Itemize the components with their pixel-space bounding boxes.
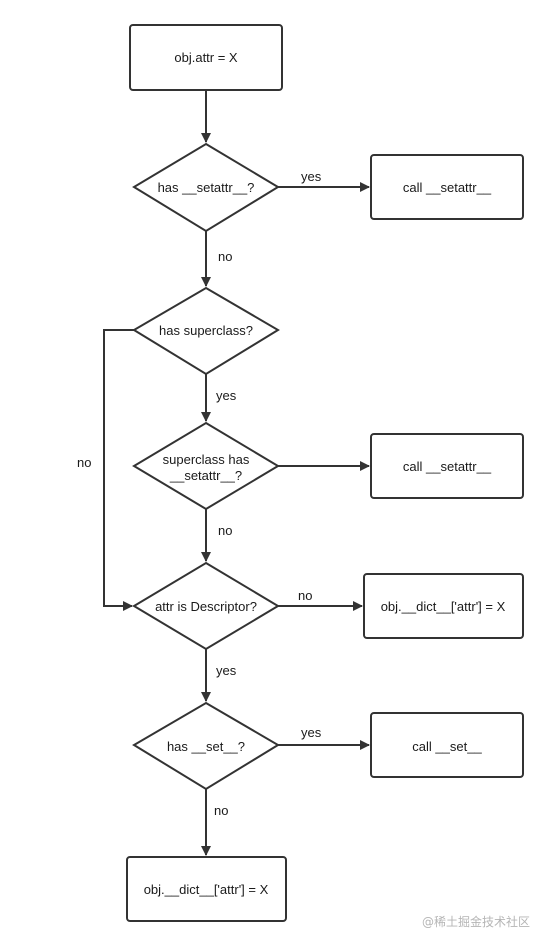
edge-has-superclass-to-descriptor <box>103 329 134 611</box>
node-call-set: call __set__ <box>370 712 524 778</box>
decision-superclass-has-setattr-line1: superclass has <box>163 452 250 467</box>
decision-has-set-label: has __set__? <box>167 739 245 754</box>
edge-label-setattr-yes: yes <box>301 169 322 184</box>
edge-label-descriptor-yes: yes <box>216 663 237 678</box>
decision-has-superclass: has superclass? <box>132 286 280 376</box>
decision-superclass-has-setattr-line2: __setattr__? <box>169 468 242 483</box>
node-call-setattr-2-label: call __setattr__ <box>403 459 492 474</box>
node-dict-assign-right: obj.__dict__['attr'] = X <box>363 573 524 639</box>
node-call-setattr-1-label: call __setattr__ <box>403 180 492 195</box>
node-call-setattr-2: call __setattr__ <box>370 433 524 499</box>
decision-has-superclass-label: has superclass? <box>159 323 253 338</box>
edge-label-set-no: no <box>214 803 228 818</box>
decision-is-descriptor-label: attr is Descriptor? <box>155 599 257 614</box>
decision-is-descriptor: attr is Descriptor? <box>132 561 280 651</box>
node-dict-assign-bottom: obj.__dict__['attr'] = X <box>126 856 287 922</box>
edge-label-super-setattr-no: no <box>218 523 232 538</box>
decision-has-setattr: has __setattr__? <box>132 142 280 233</box>
node-dict-assign-right-label: obj.__dict__['attr'] = X <box>381 599 506 614</box>
watermark: @稀土掘金技术社区 <box>421 915 530 929</box>
node-call-setattr-1: call __setattr__ <box>370 154 524 220</box>
edge-label-superclass-yes: yes <box>216 388 237 403</box>
edge-label-superclass-no: no <box>77 455 91 470</box>
decision-has-set: has __set__? <box>132 701 280 791</box>
node-dict-assign-bottom-label: obj.__dict__['attr'] = X <box>144 882 269 897</box>
node-start-label: obj.attr = X <box>174 50 238 65</box>
edge-label-setattr-no: no <box>218 249 232 264</box>
node-start: obj.attr = X <box>129 24 283 91</box>
node-call-set-label: call __set__ <box>412 739 482 754</box>
decision-has-setattr-label: has __setattr__? <box>158 180 255 195</box>
edge-label-set-yes: yes <box>301 725 322 740</box>
decision-superclass-has-setattr: superclass has __setattr__? <box>132 421 280 511</box>
edge-label-descriptor-no: no <box>298 588 312 603</box>
